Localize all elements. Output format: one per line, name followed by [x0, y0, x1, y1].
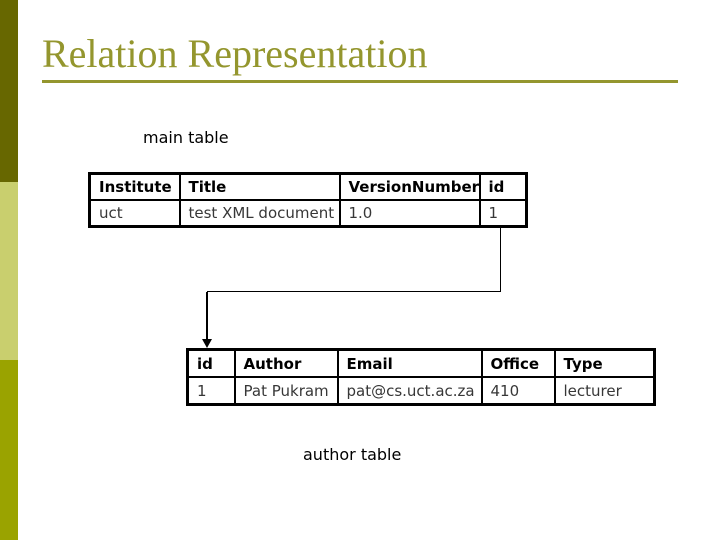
- main-table-data-row: uct test XML document 1.0 1: [88, 199, 528, 228]
- main-table-header-versionnumber: VersionNumber: [338, 172, 481, 201]
- author-table: id Author Email Office Type 1 Pat Pukram…: [186, 348, 656, 406]
- main-table-header-institute: Institute: [88, 172, 181, 201]
- accent-bar-segment-light: [0, 182, 18, 360]
- main-table-header-row: Institute Title VersionNumber id: [88, 172, 528, 201]
- relation-connector-segment-from-id: [500, 228, 501, 292]
- main-table-cell-title: test XML document: [178, 199, 341, 228]
- relation-connector-segment-to-id: [206, 292, 208, 340]
- author-table-cell-type: lecturer: [553, 376, 656, 406]
- accent-bar-segment-dark: [0, 0, 18, 182]
- author-table-header-email: Email: [336, 348, 483, 378]
- accent-bar-segment-medium: [0, 360, 18, 540]
- main-table-header-id: id: [478, 172, 528, 201]
- author-table-cell-email: pat@cs.uct.ac.za: [336, 376, 483, 406]
- author-table-cell-author: Pat Pukram: [233, 376, 339, 406]
- arrow-down-icon: [202, 339, 212, 348]
- main-table-cell-versionnumber: 1.0: [338, 199, 481, 228]
- slide-accent-bar: [0, 0, 18, 540]
- main-table-label: main table: [143, 128, 229, 147]
- main-table-cell-institute: uct: [88, 199, 181, 228]
- author-table-data-row: 1 Pat Pukram pat@cs.uct.ac.za 410 lectur…: [186, 376, 656, 406]
- author-table-cell-id: 1: [186, 376, 236, 406]
- author-table-header-row: id Author Email Office Type: [186, 348, 656, 378]
- main-table-header-title: Title: [178, 172, 341, 201]
- relation-connector-segment-horizontal: [207, 291, 501, 292]
- author-table-cell-office: 410: [480, 376, 556, 406]
- author-table-header-office: Office: [480, 348, 556, 378]
- main-table: Institute Title VersionNumber id uct tes…: [88, 172, 528, 228]
- author-table-label: author table: [303, 445, 402, 464]
- author-table-header-author: Author: [233, 348, 339, 378]
- author-table-header-id: id: [186, 348, 236, 378]
- slide-title: Relation Representation: [42, 31, 428, 76]
- title-underline: [42, 80, 678, 83]
- main-table-cell-id: 1: [478, 199, 528, 228]
- author-table-header-type: Type: [553, 348, 656, 378]
